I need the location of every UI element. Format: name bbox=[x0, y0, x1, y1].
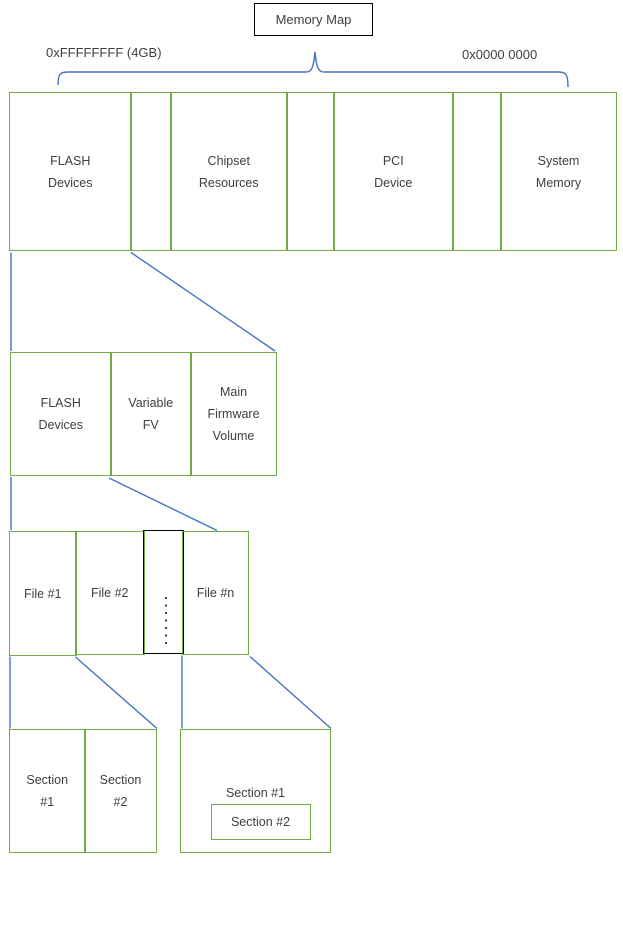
region-label-line: Chipset bbox=[207, 153, 250, 168]
section-label-line: Section bbox=[26, 773, 69, 787]
region-label-line: PCI bbox=[382, 153, 404, 168]
detail-variable-fv: Variable FV bbox=[110, 352, 192, 476]
region-label-line: Resources bbox=[198, 175, 259, 190]
region-chipset-resources: Chipset Resources bbox=[170, 92, 288, 251]
filen-section-1-box: Section #1 Section #2 bbox=[180, 729, 331, 853]
region-spacer-3 bbox=[452, 92, 502, 251]
detail-main-firmware-volume: Main Firmware Volume bbox=[190, 352, 277, 476]
low-address-label: 0x0000 0000 bbox=[462, 47, 538, 62]
file-2-box: File #2 bbox=[75, 531, 145, 655]
memory-map-title-box: Memory Map bbox=[254, 3, 373, 36]
file-label: File #2 bbox=[90, 586, 129, 600]
section-label: Section #1 bbox=[225, 786, 286, 800]
region-label-line: Devices bbox=[48, 175, 93, 190]
region-label-line: Variable bbox=[128, 396, 174, 410]
region-label-line: FLASH bbox=[40, 396, 81, 410]
region-pci-device: PCI Device bbox=[333, 92, 454, 251]
connector-filen-sections-right bbox=[249, 655, 332, 730]
connector-file1-sections-right bbox=[75, 656, 158, 730]
file-1-box: File #1 bbox=[9, 531, 77, 656]
file-n-box: File #n bbox=[182, 531, 249, 655]
file1-section-1-box: Section #1 bbox=[9, 729, 86, 853]
region-label-line: Memory bbox=[535, 175, 582, 190]
section-label-line: #1 bbox=[40, 795, 55, 809]
ellipsis-dots-icon bbox=[165, 597, 167, 645]
region-spacer-2 bbox=[286, 92, 335, 251]
region-system-memory: System Memory bbox=[500, 92, 617, 251]
section-label-line: #2 bbox=[113, 795, 128, 809]
filen-section-2-box: Section #2 bbox=[210, 803, 311, 840]
section-label-line: Section bbox=[99, 773, 142, 787]
file-ellipsis-box bbox=[143, 530, 184, 654]
region-label-line: Firmware bbox=[207, 407, 260, 421]
region-label-line: Devices bbox=[38, 418, 83, 432]
region-label-line: Device bbox=[374, 175, 413, 190]
memory-map-title: Memory Map bbox=[275, 12, 352, 27]
file-label: File #n bbox=[196, 586, 235, 600]
detail-flash-devices: FLASH Devices bbox=[10, 352, 112, 476]
section-label: Section #2 bbox=[230, 814, 291, 829]
region-label-line: Main bbox=[219, 385, 248, 399]
connector-row1-row2-right bbox=[130, 251, 276, 352]
region-label-line: Volume bbox=[212, 429, 255, 443]
high-address-label: 0xFFFFFFFF (4GB) bbox=[46, 45, 162, 60]
file-label: File #1 bbox=[23, 586, 62, 601]
region-label-line: System bbox=[537, 153, 580, 168]
region-flash-devices: FLASH Devices bbox=[9, 92, 132, 251]
file1-section-2-box: Section #2 bbox=[84, 729, 157, 853]
region-label-line: FLASH bbox=[50, 153, 91, 168]
connector-row2-row3-right bbox=[108, 477, 218, 532]
region-spacer-1 bbox=[130, 92, 172, 251]
region-label-line: FV bbox=[142, 418, 159, 432]
